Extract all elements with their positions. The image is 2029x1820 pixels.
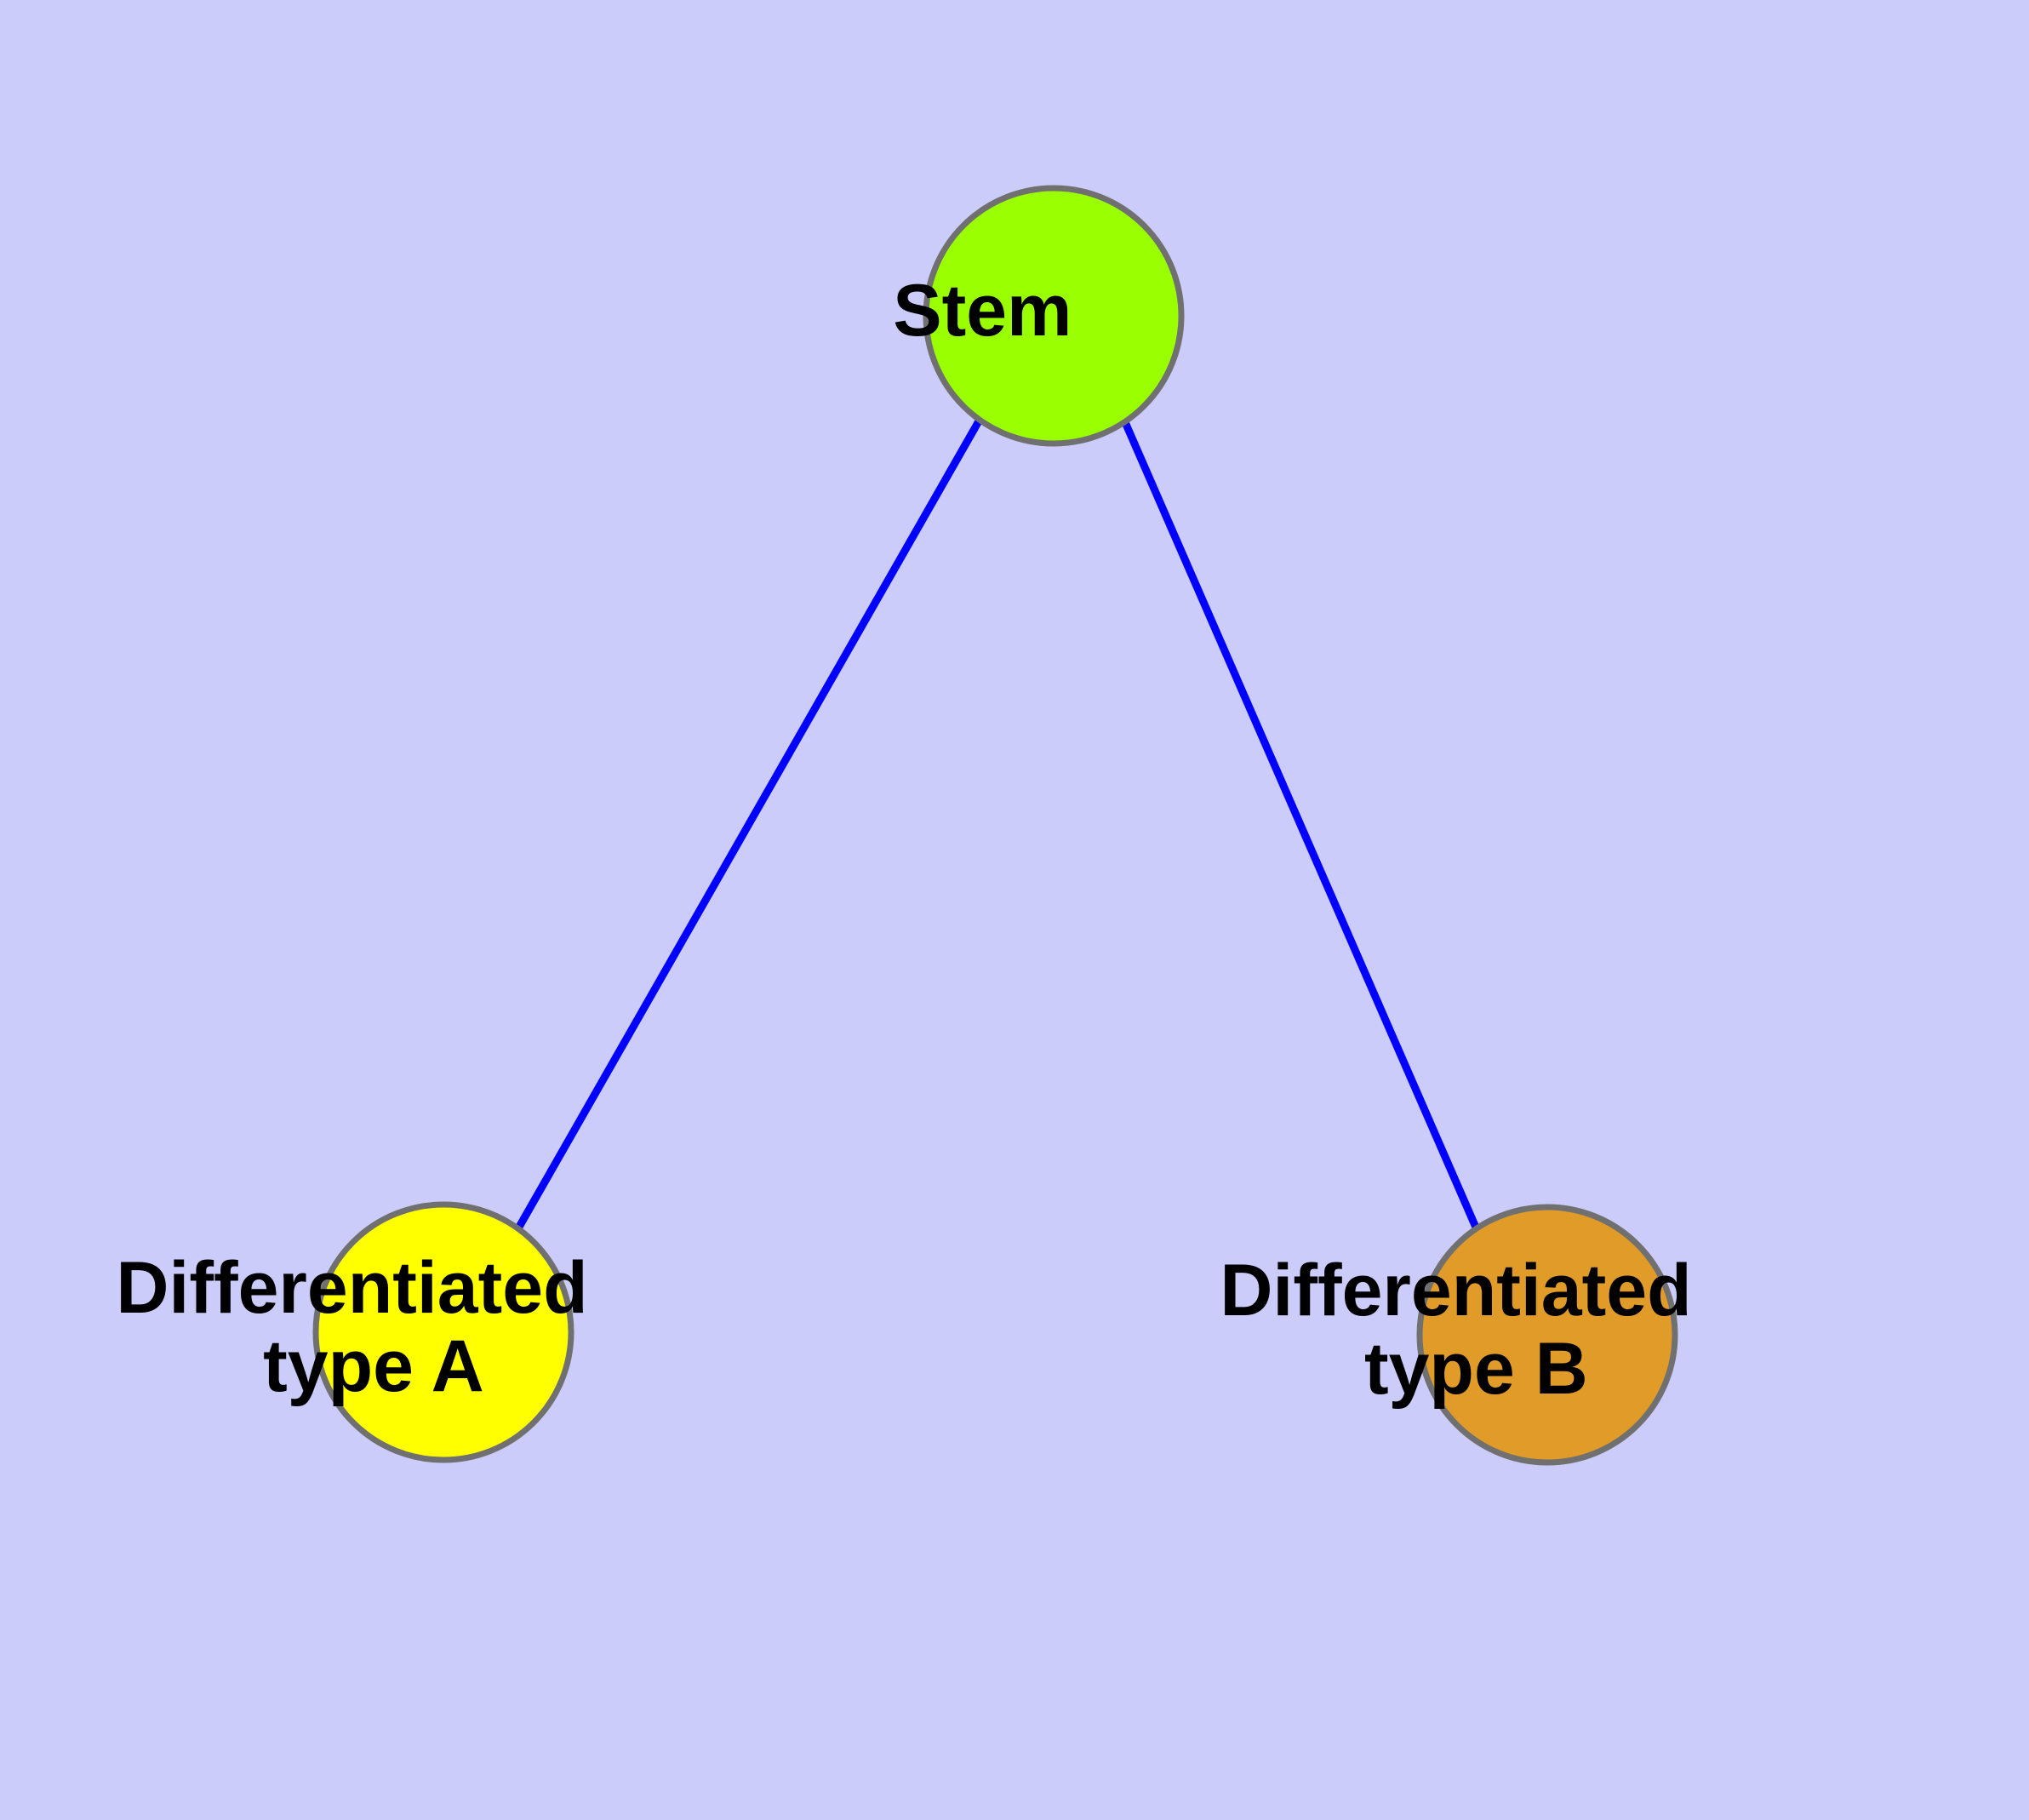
label-group: Stem Differentiated type A Differentiate… [116,270,1874,1410]
node-diff-b-label: Differentiated type B [1220,1250,1874,1410]
node-diff-b-label-line2: type B [1364,1328,1588,1410]
node-stem-label-line1: Stem [893,270,1072,352]
node-diff-a-label-line2: type A [263,1325,483,1407]
node-diff-a-label-line1: Differentiated [116,1247,587,1329]
node-diff-b-label-line1: Differentiated [1220,1250,1691,1331]
edge-stem-to-diff-b[interactable] [1121,421,1481,1231]
node-stem-label: Stem [893,270,1215,352]
edge-group [515,417,1481,1231]
node-stem[interactable] [923,185,1185,447]
node-diff-a-circle[interactable] [312,1201,574,1463]
node-stem-circle[interactable] [923,185,1185,447]
node-diff-a-label: Differentiated type A [116,1247,770,1407]
node-diff-b-circle[interactable] [1416,1204,1678,1466]
node-diff-a[interactable] [312,1201,574,1463]
node-diff-b[interactable] [1416,1204,1678,1466]
edge-stem-to-diff-a[interactable] [515,417,983,1231]
